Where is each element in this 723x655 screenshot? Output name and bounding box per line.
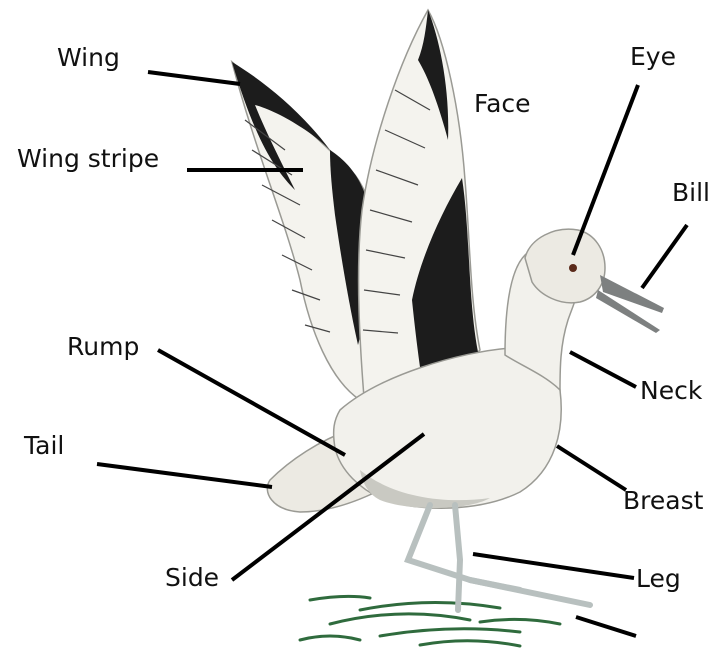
label-neck: Neck [640,378,702,403]
foot-leader-line [576,617,636,636]
label-side: Side [165,565,219,590]
wing-leader-line [148,72,240,84]
label-wing: Wing [57,45,120,70]
water-ripples [300,596,560,646]
rump-leader-line [158,350,345,455]
label-breast: Breast [623,488,703,513]
label-tail: Tail [24,433,64,458]
eye-leader-line [573,85,638,255]
eye-dot [569,264,577,272]
label-leg: Leg [636,566,681,591]
label-wing-stripe: Wing stripe [17,146,159,171]
tail-leader-line [97,464,272,487]
breast-leader-line [557,446,626,490]
right-wing [359,10,480,410]
neck-leader-line [570,352,636,387]
label-face: Face [474,91,531,116]
label-rump: Rump [67,334,139,359]
bill [600,275,664,313]
bill-leader-line [642,225,687,288]
label-bill: Bill [672,180,710,205]
label-eye: Eye [630,44,676,69]
leg-leader-line [473,554,634,578]
